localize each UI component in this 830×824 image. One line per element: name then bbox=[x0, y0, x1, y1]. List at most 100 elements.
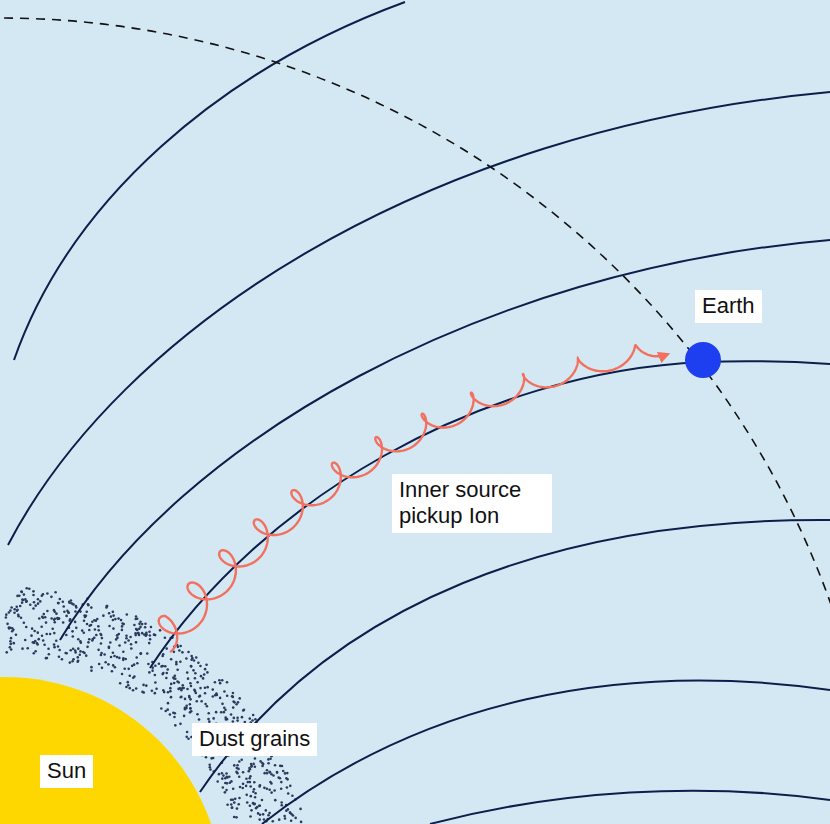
dust-dot bbox=[144, 622, 147, 625]
dust-dot bbox=[179, 660, 182, 663]
dust-dot bbox=[210, 757, 213, 760]
dust-dot bbox=[46, 610, 49, 613]
dust-dot bbox=[83, 620, 86, 623]
dust-dot bbox=[139, 620, 142, 623]
dust-dot bbox=[261, 765, 264, 768]
dust-dot bbox=[78, 653, 81, 656]
dust-dot bbox=[169, 713, 172, 716]
dust-dot bbox=[136, 662, 139, 665]
dust-dot bbox=[223, 706, 226, 709]
dust-dot bbox=[92, 638, 95, 641]
dust-dot bbox=[71, 660, 74, 663]
dust-dot bbox=[48, 653, 51, 656]
dust-dot bbox=[189, 707, 192, 710]
dust-dot bbox=[51, 627, 54, 630]
dust-dot bbox=[161, 665, 164, 668]
field-line bbox=[14, 2, 405, 360]
dust-dot bbox=[68, 600, 71, 603]
dust-dot bbox=[88, 638, 91, 641]
dust-dot bbox=[277, 776, 280, 779]
dust-dot bbox=[151, 669, 154, 672]
dust-dot bbox=[5, 651, 8, 654]
dust-dot bbox=[139, 626, 142, 629]
label-box: Sun bbox=[40, 755, 93, 788]
dust-dot bbox=[25, 601, 28, 604]
dust-dot bbox=[267, 814, 270, 817]
dust-dot bbox=[245, 794, 248, 797]
dust-dot bbox=[21, 601, 24, 604]
dust-dot bbox=[154, 674, 157, 677]
dust-dot bbox=[37, 598, 40, 601]
dust-dot bbox=[261, 762, 264, 765]
dust-dot bbox=[207, 718, 210, 721]
dust-dot bbox=[183, 715, 186, 718]
dust-dot bbox=[109, 641, 112, 644]
dust-dot bbox=[286, 786, 289, 789]
dust-dot bbox=[153, 633, 156, 636]
dust-dot bbox=[28, 587, 31, 590]
dust-dot bbox=[21, 591, 24, 594]
dust-dot bbox=[169, 687, 172, 690]
dust-dot bbox=[63, 610, 66, 613]
dust-dot bbox=[57, 602, 60, 605]
dust-dot bbox=[233, 764, 236, 767]
dust-dot bbox=[264, 809, 267, 812]
dust-dot bbox=[124, 658, 127, 661]
dust-dot bbox=[126, 613, 129, 616]
dust-dot bbox=[12, 642, 15, 645]
dust-dot bbox=[112, 627, 115, 630]
dust-dot bbox=[134, 618, 137, 621]
dust-dot bbox=[25, 626, 28, 629]
dust-dot bbox=[203, 673, 206, 676]
dust-dot bbox=[142, 684, 145, 687]
dust-dot bbox=[55, 612, 58, 615]
dust-dot bbox=[36, 631, 39, 634]
dust-dot bbox=[158, 663, 161, 666]
dust-dot bbox=[90, 669, 93, 672]
ion-trajectory bbox=[159, 345, 668, 652]
dust-dot bbox=[148, 671, 151, 674]
dust-dot bbox=[141, 691, 144, 694]
dust-dot bbox=[263, 818, 266, 821]
dust-dot bbox=[13, 611, 16, 614]
dust-dot bbox=[95, 634, 98, 637]
dust-dot bbox=[249, 815, 252, 818]
dust-dot bbox=[177, 688, 180, 691]
dust-dot bbox=[220, 711, 223, 714]
dust-dot bbox=[167, 691, 170, 694]
dust-dot bbox=[257, 812, 260, 815]
dust-dot bbox=[169, 690, 172, 693]
dust-dot bbox=[62, 621, 65, 624]
dust-dot bbox=[230, 799, 233, 802]
dust-dot bbox=[218, 773, 221, 776]
dust-dot bbox=[269, 771, 272, 774]
dust-dot bbox=[9, 609, 12, 612]
dust-dot bbox=[37, 602, 40, 605]
dust-dot bbox=[128, 674, 131, 677]
dust-dot bbox=[222, 774, 225, 777]
dust-dot bbox=[57, 602, 60, 605]
dust-dot bbox=[254, 765, 257, 768]
dust-dot bbox=[234, 798, 237, 801]
dust-dot bbox=[263, 772, 266, 775]
dust-dot bbox=[136, 629, 139, 632]
dust-dot bbox=[43, 643, 46, 646]
dust-dot bbox=[270, 791, 273, 794]
field-line bbox=[430, 791, 830, 824]
dust-dot bbox=[58, 655, 61, 658]
dust-dot bbox=[287, 792, 290, 795]
dust-dot bbox=[170, 696, 173, 699]
dust-dot bbox=[184, 698, 187, 701]
dust-dot bbox=[9, 640, 12, 643]
dust-dot bbox=[101, 667, 104, 670]
dust-dot bbox=[258, 804, 261, 807]
dust-dot bbox=[148, 642, 151, 645]
dust-dot bbox=[19, 605, 22, 608]
dust-dot bbox=[20, 590, 23, 593]
dust-dot bbox=[124, 641, 127, 644]
dust-dot bbox=[108, 646, 111, 649]
dust-dot bbox=[135, 615, 138, 618]
dust-dot bbox=[231, 806, 234, 809]
dust-dot bbox=[267, 762, 270, 765]
dust-dot bbox=[32, 607, 35, 610]
